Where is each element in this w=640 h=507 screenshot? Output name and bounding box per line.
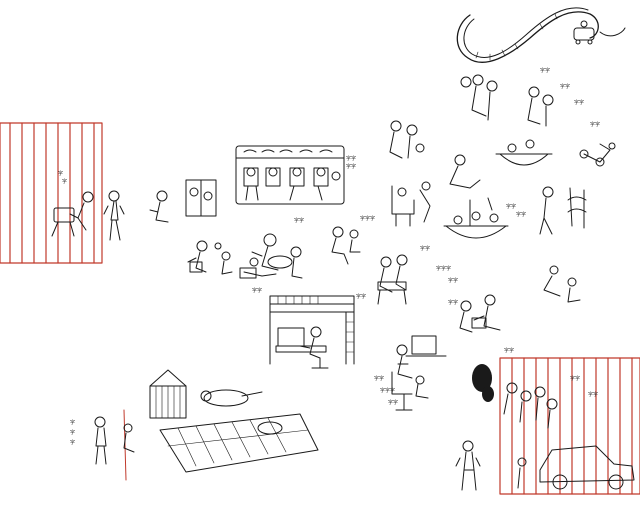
bottom-standing-figure: [455, 440, 481, 491]
massage-group: [389, 120, 425, 159]
sitting-reader: [331, 226, 361, 265]
rollercoaster-track: [456, 7, 626, 63]
bottom-left-figures: [94, 409, 135, 481]
svg-text:字字: 字字: [374, 375, 384, 382]
bus-interior: [235, 145, 345, 205]
kids-playing-group: [187, 240, 233, 275]
swing-chair-figure: [539, 186, 587, 235]
svg-text:字字: 字字: [448, 277, 458, 284]
svg-text:字: 字: [62, 178, 67, 185]
svg-text:字字: 字字: [420, 245, 430, 252]
svg-text:字字: 字字: [540, 67, 550, 74]
left-cage: 字 字: [0, 122, 103, 264]
svg-text:字字: 字字: [504, 347, 514, 354]
doctor-patient-scene: [459, 294, 501, 333]
stroller-family-scene: [239, 233, 303, 279]
svg-text:字字: 字字: [560, 83, 570, 90]
dinner-group: [377, 254, 408, 305]
svg-text:字字: 字字: [570, 375, 580, 382]
wheel-toys: [579, 142, 616, 167]
svg-text:字字: 字字: [516, 211, 526, 218]
svg-text:字字字: 字字字: [380, 387, 395, 394]
svg-text:字字: 字字: [294, 217, 304, 224]
svg-text:字字: 字字: [252, 287, 262, 294]
svg-text:字字: 字字: [356, 293, 366, 300]
playground-hopscotch: [149, 369, 319, 473]
svg-text:字字: 字字: [506, 203, 516, 210]
svg-text:字: 字: [58, 170, 63, 177]
svg-text:字字: 字字: [590, 121, 600, 128]
svg-text:字字: 字字: [588, 391, 598, 398]
svg-text:字: 字: [70, 429, 75, 436]
svg-text:字: 字: [70, 439, 75, 446]
chair-reader: [391, 181, 431, 227]
crawling-kids: [543, 265, 581, 303]
standing-child-figure: [103, 190, 125, 241]
bunk-bed-desk: [269, 295, 355, 369]
svg-text:字字字: 字字字: [436, 265, 451, 272]
svg-text:字字字: 字字字: [360, 215, 375, 222]
bathing-group: [449, 139, 553, 189]
group-of-travelers: [460, 74, 554, 127]
svg-text:字字: 字字: [574, 99, 584, 106]
office-chair-worker: [391, 335, 447, 411]
svg-text:字字: 字字: [346, 163, 356, 170]
phone-booth-figures: [149, 179, 217, 223]
svg-text:字: 字: [70, 419, 75, 426]
svg-text:字字: 字字: [388, 399, 398, 406]
svg-text:字字: 字字: [448, 299, 458, 306]
svg-text:字字: 字字: [346, 155, 356, 162]
bathtub-scene: [443, 197, 509, 239]
right-cage-car: [472, 357, 640, 495]
